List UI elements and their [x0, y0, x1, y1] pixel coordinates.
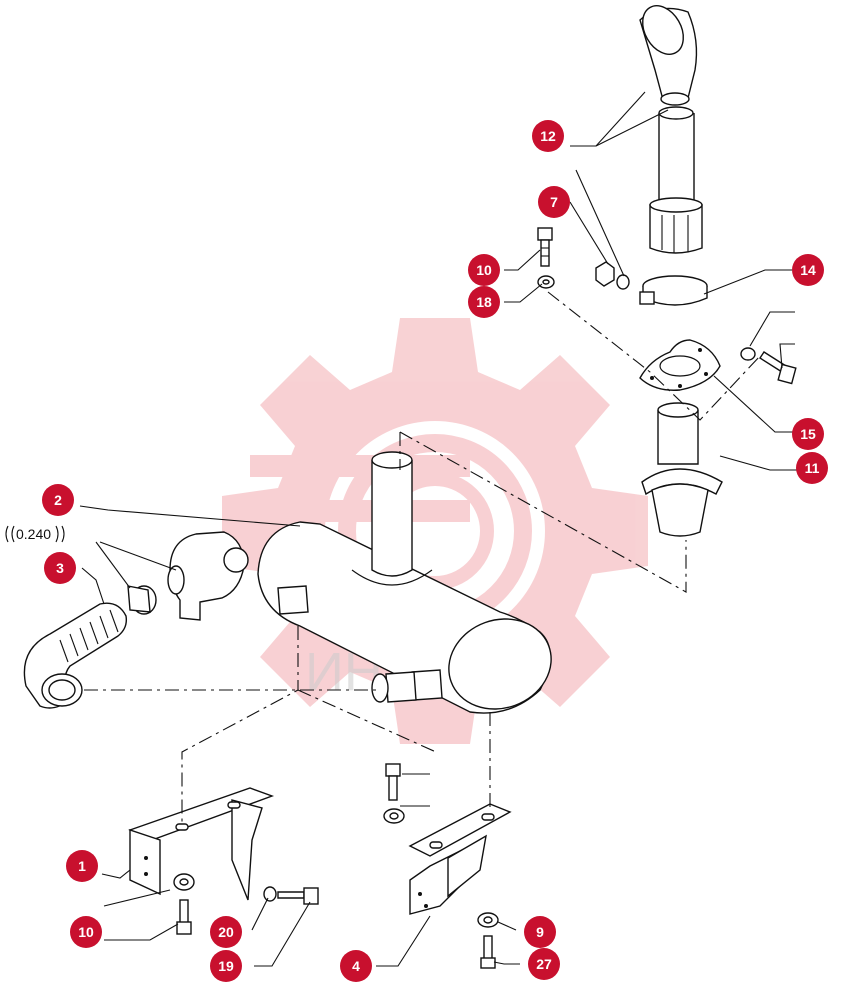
svg-text:7: 7 [550, 194, 558, 210]
callout-19[interactable]: 19 [210, 950, 242, 982]
leader-lines [79, 91, 802, 967]
callout-2[interactable]: 2 [42, 484, 74, 516]
bolt-washer-group-right [740, 347, 797, 385]
svg-text:10: 10 [476, 262, 492, 278]
bolt-washer-group-right-bottom [383, 763, 499, 969]
callout-4[interactable]: 4 [340, 950, 372, 982]
svg-text:20: 20 [218, 924, 234, 940]
tailpipe-part-12 [639, 5, 703, 254]
callout-1[interactable]: 1 [66, 850, 98, 882]
svg-text:15: 15 [800, 426, 816, 442]
svg-text:14: 14 [800, 262, 816, 278]
adapter-part-11 [641, 402, 723, 537]
svg-text:2: 2 [54, 492, 62, 508]
callout-15[interactable]: 15 [792, 418, 824, 450]
svg-text:12: 12 [540, 128, 556, 144]
callout-14[interactable]: 14 [792, 254, 824, 286]
elbow-adapter-group [127, 531, 249, 621]
callout-11[interactable]: 11 [796, 452, 828, 484]
assembly-centerlines [84, 291, 761, 822]
callout-12[interactable]: 12 [532, 120, 564, 152]
callout-markers: 12 7 10 18 14 15 11 2 3 1 10 20 19 4 9 2… [42, 120, 828, 982]
svg-text:19: 19 [218, 958, 234, 974]
svg-text:11: 11 [805, 460, 820, 476]
flex-hose-part-3 [23, 602, 128, 709]
svg-text:4: 4 [352, 958, 360, 974]
bolt-washer-group-left-bottom [173, 873, 319, 935]
callout-10-lower[interactable]: 10 [70, 916, 102, 948]
clamp-part-14 [639, 275, 708, 306]
callout-3[interactable]: 3 [44, 552, 76, 584]
callout-7[interactable]: 7 [538, 186, 570, 218]
muffler-part-2 [257, 451, 552, 714]
reference-code: 0.240 [5, 525, 65, 543]
svg-text:10: 10 [78, 924, 94, 940]
callout-9[interactable]: 9 [524, 916, 556, 948]
callout-20[interactable]: 20 [210, 916, 242, 948]
reference-code-text: 0.240 [16, 526, 51, 542]
svg-text:9: 9 [536, 924, 544, 940]
bracket-part-4 [408, 803, 512, 915]
callout-10-upper[interactable]: 10 [468, 254, 500, 286]
bolt-nut-washer-group-upper [537, 227, 630, 290]
svg-text:27: 27 [536, 956, 552, 972]
callout-27[interactable]: 27 [528, 948, 560, 980]
bracket-part-1 [128, 787, 275, 901]
svg-text:18: 18 [476, 294, 492, 310]
gasket-part-15 [639, 339, 721, 391]
svg-text:1: 1 [78, 858, 86, 874]
callout-18[interactable]: 18 [468, 286, 500, 318]
svg-text:3: 3 [56, 560, 64, 576]
